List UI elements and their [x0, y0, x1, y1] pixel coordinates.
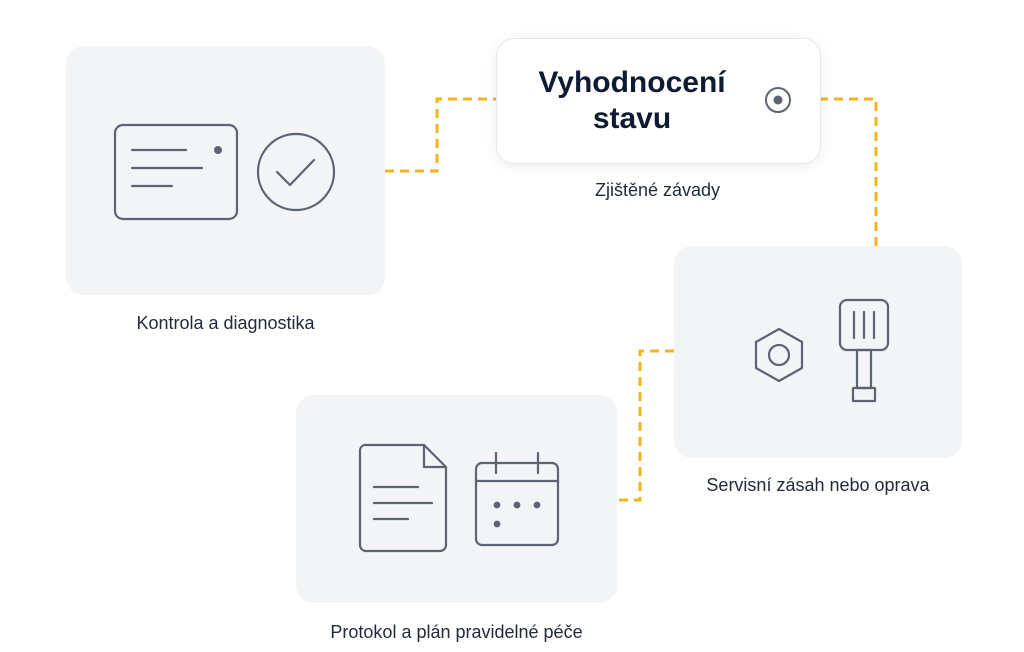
evaluation-title: Vyhodnocení stavu: [538, 66, 726, 135]
connector-1-2: [385, 97, 496, 173]
step-label-protocol: Protokol a plán pravidelné péče: [330, 622, 583, 642]
evaluation-caption: Zjištěné závady: [594, 180, 721, 200]
hex-nut-icon: [754, 327, 804, 383]
document-card-icon: [113, 123, 239, 221]
calendar-icon: [474, 451, 560, 547]
step-label-service: Servisní zásah nebo oprava: [706, 475, 930, 495]
step-card-inspection: [66, 46, 385, 295]
step-label-inspection: Kontrola a diagnostika: [136, 313, 315, 333]
file-document-icon: [358, 443, 448, 553]
step-card-service: [674, 246, 962, 458]
screwdriver-icon: [838, 298, 890, 403]
step-card-evaluation: Vyhodnocení stavu: [496, 38, 821, 164]
connector-3-4: [617, 349, 674, 502]
radio-target-icon: [765, 87, 791, 113]
connector-2-3: [819, 97, 878, 246]
step-card-protocol: [296, 395, 617, 603]
checkmark-circle-icon: [256, 132, 336, 212]
